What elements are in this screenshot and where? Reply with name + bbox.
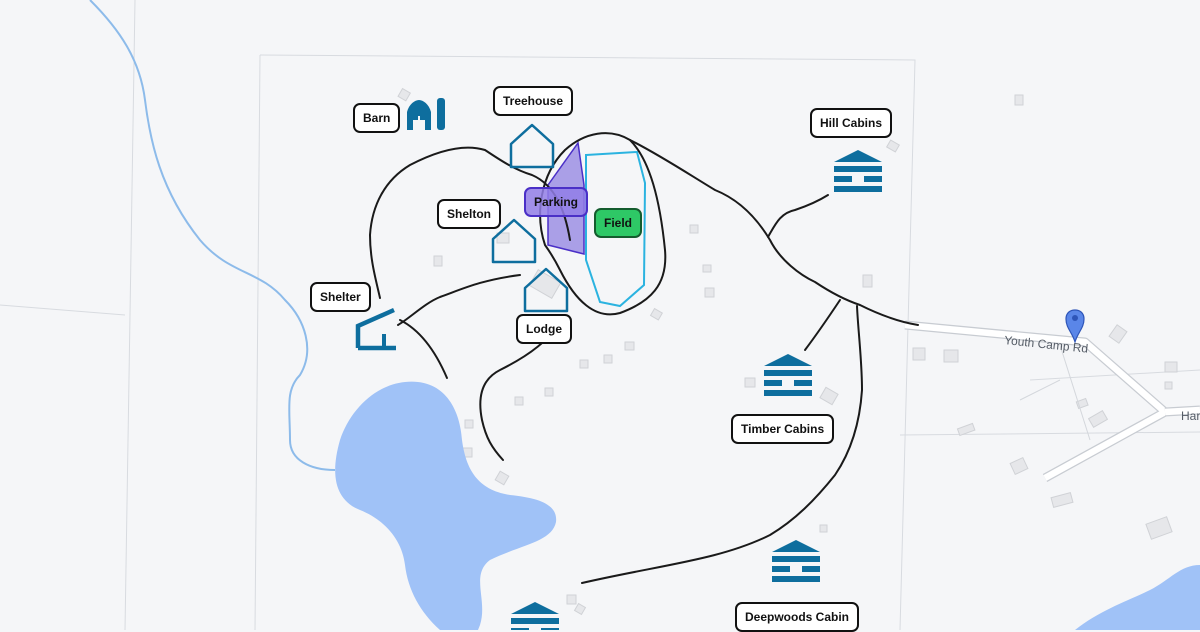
cabin-icon[interactable] — [832, 148, 884, 198]
label-deepwoods-cabin[interactable]: Deepwoods Cabin — [735, 602, 860, 632]
lake-east — [1075, 565, 1200, 630]
label-field[interactable]: Field — [594, 208, 643, 238]
house-icon[interactable] — [507, 122, 557, 170]
house-icon[interactable] — [521, 266, 571, 314]
house-icon[interactable] — [489, 217, 539, 265]
cabin-icon[interactable] — [762, 352, 814, 402]
label-barn[interactable]: Barn — [353, 103, 401, 133]
building-footprints — [397, 87, 1178, 616]
label-timber-cabins[interactable]: Timber Cabins — [731, 414, 835, 444]
label-treehouse[interactable]: Treehouse — [493, 86, 574, 116]
youth-camp-road — [904, 320, 1200, 482]
barn-icon[interactable] — [405, 96, 449, 132]
label-parking[interactable]: Parking — [524, 187, 589, 217]
field-area — [585, 150, 647, 308]
stream — [89, 0, 336, 471]
label-hill-cabins[interactable]: Hill Cabins — [810, 108, 893, 138]
label-shelton[interactable]: Shelton — [437, 199, 501, 229]
location-pin-icon[interactable] — [1064, 308, 1086, 344]
lake — [335, 381, 557, 630]
trails — [369, 132, 919, 584]
cabin-icon[interactable] — [509, 600, 561, 630]
shelter-icon[interactable] — [354, 306, 400, 352]
label-lodge[interactable]: Lodge — [516, 314, 572, 344]
cabin-icon[interactable] — [770, 538, 822, 588]
label-shelter[interactable]: Shelter — [310, 282, 371, 312]
road-label-partial: Har — [1181, 409, 1200, 423]
